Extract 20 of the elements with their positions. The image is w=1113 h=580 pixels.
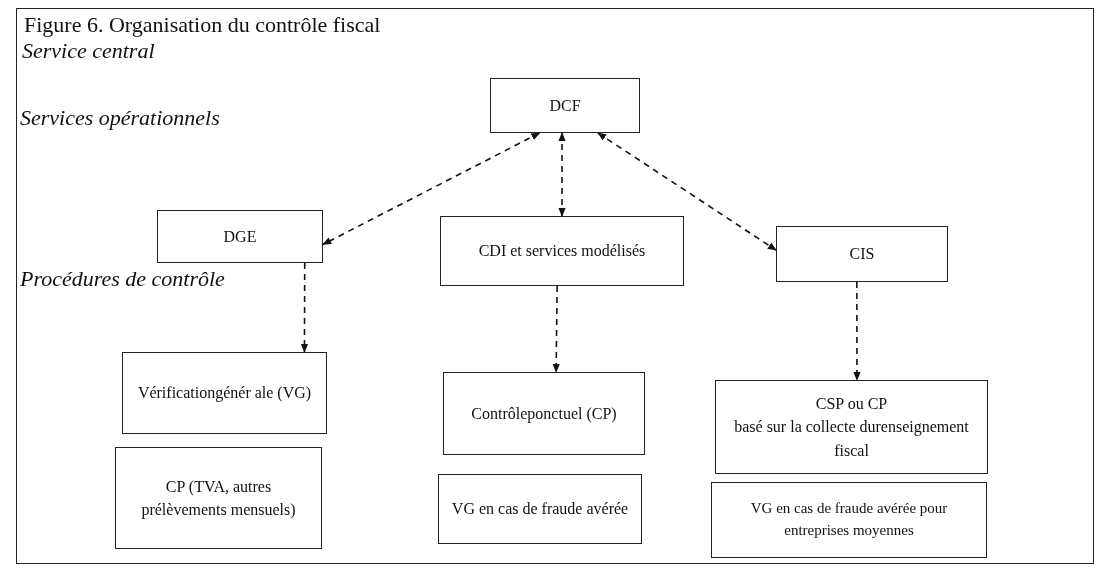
process-box: CP (TVA, autres prélèvements mensuels) [115,447,322,549]
process-box: CDI et services modélisés [440,216,684,286]
tier-label: Procédures de contrôle [20,266,225,292]
dashed-arrow [597,132,777,251]
process-box: VG en cas de fraude avérée pour entreprises moyennes [711,482,987,558]
process-box: DGE [157,210,323,263]
process-box: Contrôleponctuel (CP) [443,372,645,455]
process-box: CIS [776,226,948,282]
process-box: CSP ou CP basé sur la collecte durenseignement fiscal [715,380,988,474]
tier-label: Service central [22,38,155,64]
process-box: DCF [490,78,640,133]
dashed-arrow [322,132,541,246]
dashed-arrow [558,132,566,217]
process-box: Vérificationgénér ale (VG) [122,352,327,434]
tier-label: Services opérationnels [20,105,220,131]
dashed-arrow [853,281,861,381]
figure-title: Figure 6. Organisation du contrôle fiscal [24,12,381,38]
dashed-arrow [552,285,560,373]
process-box: VG en cas de fraude avérée [438,474,642,544]
dashed-arrow [300,262,309,353]
